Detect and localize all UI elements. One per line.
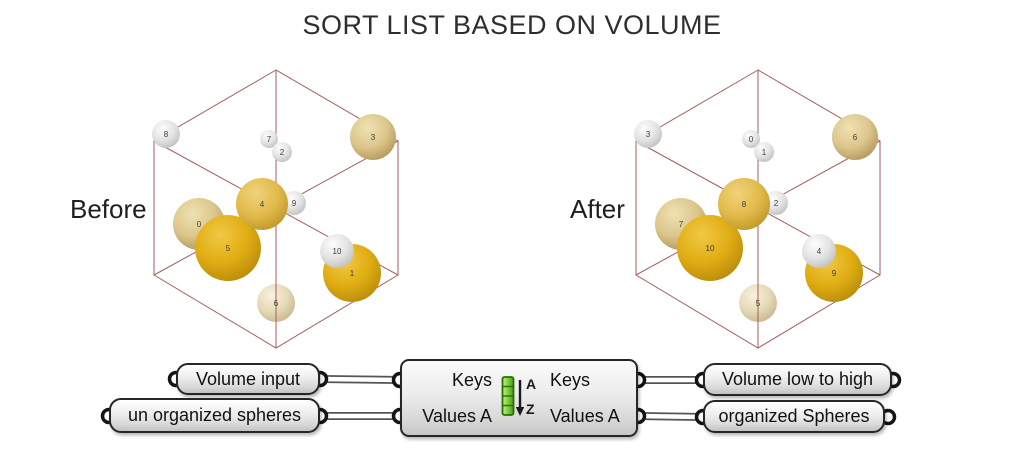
sphere-2: [764, 191, 788, 215]
input-values-a[interactable]: Values A: [422, 405, 492, 426]
sphere-9: [282, 191, 306, 215]
sphere-index-label: 6: [853, 133, 858, 142]
component-inputs: Keys Values A: [410, 362, 498, 434]
panel-organized-spheres[interactable]: organized Spheres: [703, 400, 885, 433]
sphere-6: [832, 114, 878, 160]
sphere-index-label: 0: [749, 135, 754, 144]
sphere-index-label: 1: [762, 148, 767, 157]
wire-core: [635, 413, 706, 420]
sphere-index-label: 2: [280, 148, 285, 157]
panel-volume-input[interactable]: Volume input: [176, 363, 320, 395]
panel-unorganized-spheres[interactable]: un organized spheres: [109, 398, 320, 433]
component-outputs: Keys Values A: [542, 362, 630, 434]
viewport-before: 6 8 3 72 9 0 5 4 1 10: [152, 69, 399, 349]
svg-text:A: A: [526, 376, 536, 392]
sphere-index-label: 4: [817, 247, 822, 256]
sphere-index-label: 5: [226, 244, 231, 253]
sphere-1: [754, 142, 774, 162]
sphere-10: [320, 234, 354, 268]
panel-volume-low-to-high[interactable]: Volume low to high: [703, 363, 892, 396]
output-keys[interactable]: Keys: [550, 369, 591, 390]
sphere-index-label: 7: [679, 220, 684, 229]
sphere-index-label: 7: [267, 135, 272, 144]
sphere-index-label: 8: [742, 200, 747, 209]
sphere-8: [152, 120, 180, 148]
panel-label: organized Spheres: [718, 406, 870, 426]
sphere-3: [634, 120, 662, 148]
sort-list-component[interactable]: Keys Values A A Z: [400, 359, 638, 437]
sphere-index-label: 3: [371, 133, 376, 142]
sphere-5: [195, 215, 261, 281]
viewport-after: 5 3 6 01 2 7 10 8 9 4: [634, 69, 881, 349]
sphere-3: [350, 114, 396, 160]
sphere-7: [260, 130, 278, 148]
sphere-2: [272, 142, 292, 162]
output-values-a[interactable]: Values A: [550, 405, 620, 426]
sphere-index-label: 2: [774, 199, 779, 208]
sphere-index-label: 6: [274, 299, 279, 308]
before-label: Before: [70, 194, 147, 224]
sphere-index-label: 1: [350, 269, 355, 278]
svg-text:Z: Z: [526, 401, 535, 417]
wire-core: [317, 376, 403, 383]
sort-a-to-z-icon: A Z: [498, 357, 542, 434]
sphere-8: [718, 178, 770, 230]
panel-label: Volume low to high: [721, 369, 874, 389]
sphere-0: [742, 130, 760, 148]
sphere-index-label: 8: [164, 130, 169, 139]
page-title: SORT LIST BASED ON VOLUME: [302, 10, 722, 40]
sphere-index-label: 10: [333, 247, 342, 256]
sphere-index-label: 4: [260, 200, 265, 209]
sphere-4: [802, 234, 836, 268]
sphere-index-label: 10: [706, 244, 715, 253]
sphere-4: [236, 178, 288, 230]
panel-label: Volume input: [195, 368, 301, 389]
sphere-index-label: 9: [292, 199, 297, 208]
sphere-10: [677, 215, 743, 281]
panel-label: un organized spheres: [127, 405, 302, 425]
after-label: After: [570, 194, 625, 224]
sphere-index-label: 3: [646, 130, 651, 139]
sphere-index-label: 0: [197, 220, 202, 229]
sphere-index-label: 5: [756, 299, 761, 308]
sphere-index-label: 9: [832, 269, 837, 278]
input-keys[interactable]: Keys: [451, 369, 492, 390]
